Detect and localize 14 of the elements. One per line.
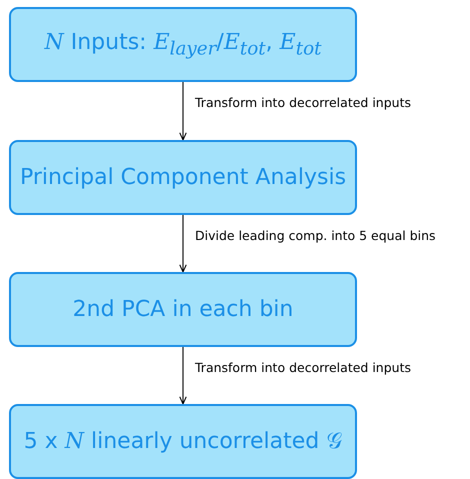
edge-label: Transform into decorrelated inputs [195, 95, 411, 110]
edge-label: Divide leading comp. into 5 equal bins [195, 228, 436, 242]
box-text: 5 x N linearly uncorrelated 𝒢 [24, 429, 342, 454]
box-text: N Inputs: E$_{layer}$/E$_{tot}$, E$_{tot}$ [44, 30, 322, 60]
process-box [9, 404, 357, 479]
box-text: 2nd PCA in each bin [72, 297, 294, 322]
process-box [9, 7, 357, 82]
process-box [9, 140, 357, 215]
arrow [179, 82, 187, 141]
process-box [9, 272, 357, 347]
arrow [179, 346, 187, 405]
edge-label: Transform into decorrelated inputs [195, 360, 411, 374]
box-text: Principal Component Analysis [20, 165, 346, 190]
arrow [179, 214, 187, 273]
